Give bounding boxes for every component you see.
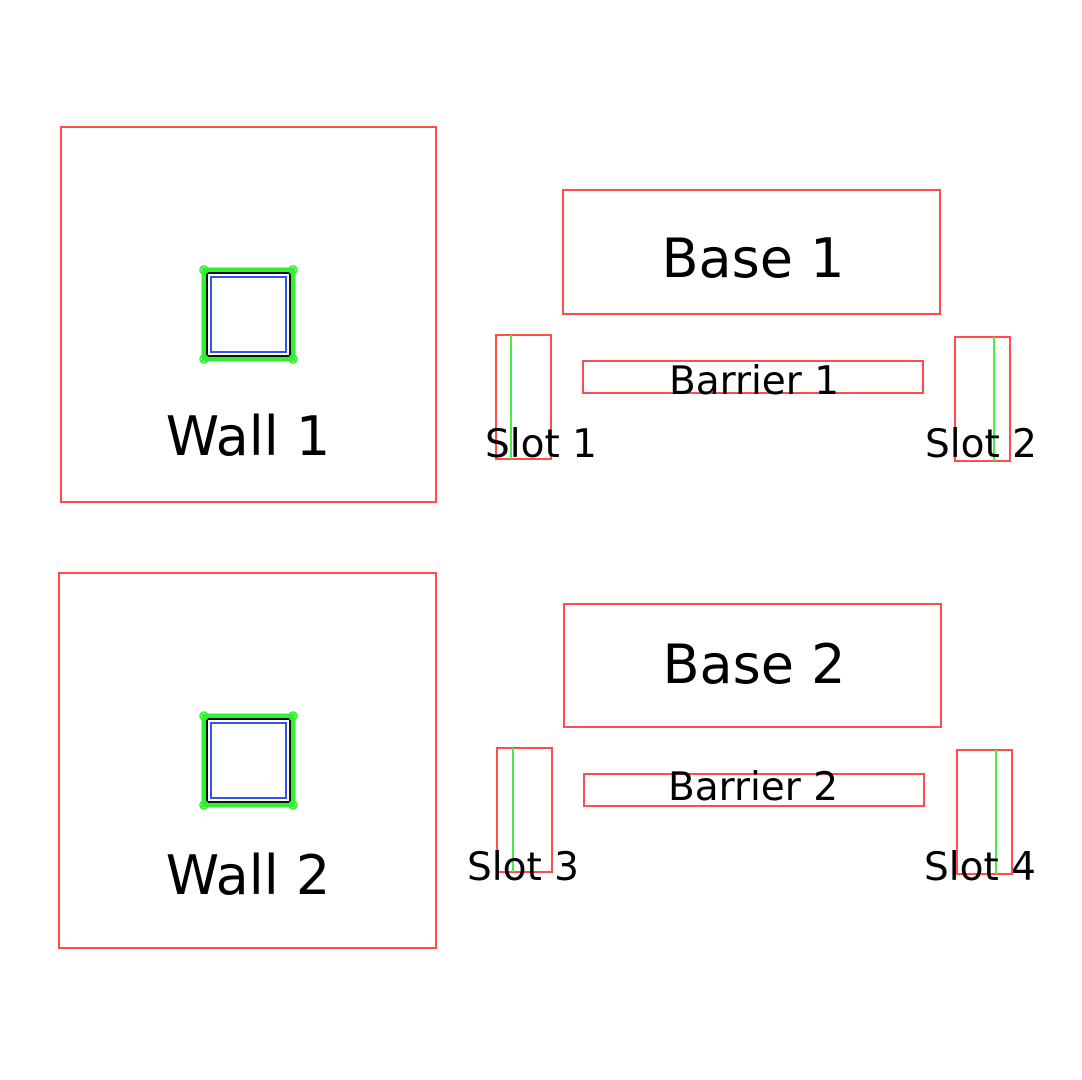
wall-2-corner-handle: [199, 800, 209, 810]
wall-1-corner-handle: [199, 265, 209, 275]
slot-3-label: Slot 3: [467, 845, 579, 890]
wall-1-label: Wall 1: [166, 405, 331, 468]
slot-1-part: Slot 1: [485, 334, 597, 467]
wall-2-corner-handle: [288, 800, 298, 810]
slot-2-outline: [954, 336, 1011, 462]
barrier-2-outline: [583, 773, 925, 807]
wall-2-cutout: [199, 711, 298, 810]
wall-2-cutout-inner: [210, 722, 287, 799]
wall-1-part: Wall 1: [60, 126, 437, 503]
wall-2-label: Wall 2: [166, 844, 331, 907]
wall-1-cutout-frame: [206, 272, 291, 357]
slot-2-part: Slot 2: [925, 336, 1037, 467]
barrier-1-label: Barrier 1: [669, 359, 839, 404]
wall-1-outline: [60, 126, 437, 503]
wall-1-corner-handle: [288, 354, 298, 364]
wall-1-corner-handle: [199, 354, 209, 364]
wall-1-cutout-inner: [210, 276, 287, 353]
barrier-1-outline: [582, 360, 924, 394]
base-1-label: Base 1: [661, 227, 844, 290]
slot-4-part: Slot 4: [924, 749, 1036, 890]
base-1-outline: [562, 189, 941, 315]
slot-3-outline: [496, 747, 553, 873]
slot-1-label: Slot 1: [485, 422, 597, 467]
wall-2-outline: [58, 572, 437, 949]
barrier-2-label: Barrier 2: [668, 765, 838, 810]
wall-1-cutout-outer: [201, 267, 296, 362]
base-2-outline: [563, 603, 942, 728]
base-2-part: Base 2: [563, 603, 942, 728]
base-1-part: Base 1: [562, 189, 941, 315]
slot-1-outline: [495, 334, 552, 460]
wall-1-corner-handle: [288, 265, 298, 275]
wall-2-cutout-frame: [206, 718, 291, 803]
slot-4-label: Slot 4: [924, 845, 1036, 890]
barrier-1-part: Barrier 1: [582, 359, 924, 404]
wall-2-corner-handle: [199, 711, 209, 721]
barrier-2-part: Barrier 2: [583, 765, 925, 810]
slot-3-part: Slot 3: [467, 747, 579, 890]
wall-2-cutout-outer: [201, 713, 296, 808]
wall-2-corner-handle: [288, 711, 298, 721]
slot-2-label: Slot 2: [925, 422, 1037, 467]
slot-4-outline: [956, 749, 1013, 875]
wall-1-cutout: [199, 265, 298, 364]
wall-2-part: Wall 2: [58, 572, 437, 949]
base-2-label: Base 2: [662, 633, 845, 696]
